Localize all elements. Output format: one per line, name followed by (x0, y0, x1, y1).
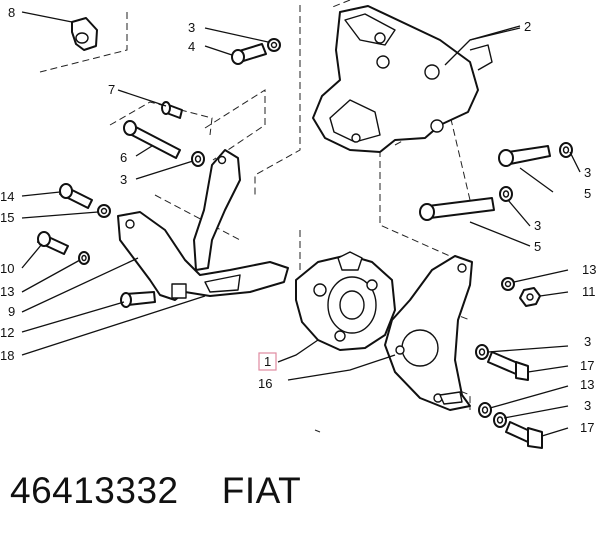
callout-16: 16 (258, 376, 272, 391)
callout-3: 3 (188, 20, 195, 35)
part-16-support-plate (384, 255, 473, 411)
part-1-power-steering-pump (295, 251, 396, 351)
callout-6: 6 (120, 150, 127, 165)
part-number: 46413332 (10, 470, 179, 511)
callout-1-highlight (258, 352, 277, 371)
part-13-washer-right-lower (478, 402, 492, 418)
part-13-washer-left (78, 251, 90, 265)
leader-lines (21, 11, 581, 437)
callout-5: 5 (534, 239, 541, 254)
part-2-mounting-bracket (312, 5, 493, 153)
part-4-bolt (231, 43, 267, 65)
part-15-washer (97, 204, 111, 218)
callout-3: 3 (534, 218, 541, 233)
part-3-washer-right-mid (499, 186, 513, 202)
callout-7: 7 (108, 82, 115, 97)
callout-14: 14 (0, 189, 14, 204)
callout-1: 1 (264, 354, 271, 369)
callout-17: 17 (580, 358, 594, 373)
callout-10: 10 (0, 261, 14, 276)
callout-11: 11 (582, 284, 596, 299)
part-8-clip (71, 17, 98, 51)
callout-labels: 8 3 4 2 7 6 3 3 5 14 15 3 5 10 13 13 11 … (0, 5, 596, 435)
callout-3: 3 (584, 334, 591, 349)
part-17-bolt-upper (487, 351, 529, 381)
part-13-washer-right-upper (501, 277, 515, 291)
part-3-washer-right-bottom (493, 412, 507, 428)
callout-13: 13 (580, 377, 594, 392)
callout-13: 13 (0, 284, 14, 299)
part-9-bracket-arm (117, 149, 289, 301)
callout-15: 15 (0, 210, 14, 225)
part-14-bolt (59, 183, 93, 209)
part-12-bolt (120, 291, 156, 308)
callout-12: 12 (0, 325, 14, 340)
part-5-bolt-lower (419, 197, 495, 221)
part-17-bolt-lower (505, 421, 543, 449)
callout-18: 18 (0, 348, 14, 363)
callout-17: 17 (580, 420, 594, 435)
part-3-washer-top (267, 38, 281, 52)
part-3-washer-left (191, 151, 205, 167)
part-caption: 46413332 FIAT (10, 470, 301, 512)
part-11-nut (519, 287, 541, 307)
brand-name: FIAT (221, 470, 302, 511)
callout-3: 3 (584, 398, 591, 413)
callout-3: 3 (120, 172, 127, 187)
part-3-washer-right-upper (559, 142, 573, 158)
callout-2: 2 (524, 19, 531, 34)
part-6-long-bolt (123, 120, 181, 159)
part-5-bolt-upper (498, 145, 551, 167)
part-3-washer-right-lower (475, 344, 489, 360)
part-10-bolt (37, 231, 69, 255)
callout-9: 9 (8, 304, 15, 319)
callout-13: 13 (582, 262, 596, 277)
callout-3: 3 (584, 165, 591, 180)
callout-8: 8 (8, 5, 15, 20)
part-7-screw (161, 101, 183, 119)
callout-4: 4 (188, 39, 195, 54)
callout-5: 5 (584, 186, 591, 201)
